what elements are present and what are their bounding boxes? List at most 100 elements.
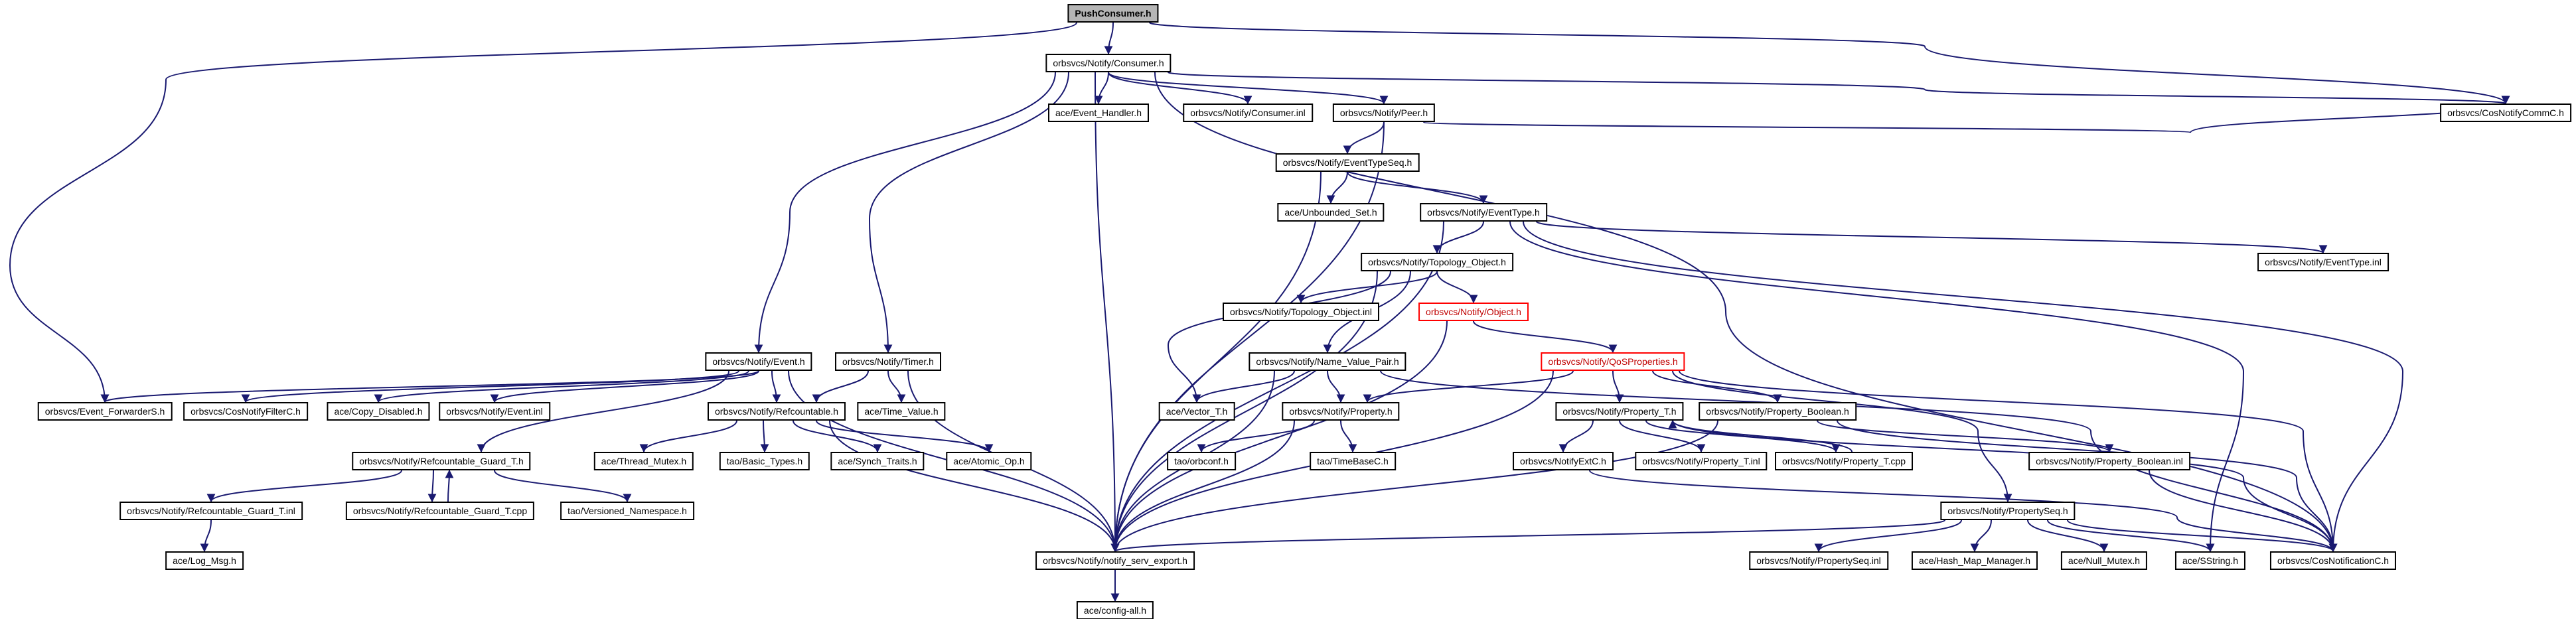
edge-peer-notify_serv_export [1110,121,1385,553]
node-timer[interactable]: orbsvcs/Notify/Timer.h [835,352,941,371]
edge-rg_t_h-rg_t_inl [206,470,402,503]
node-config_all[interactable]: ace/config-all.h [1076,601,1154,619]
node-sstring[interactable]: ace/SString.h [2174,551,2246,570]
edge-propertyseq-cosnotificationc [2067,519,2338,553]
node-copy_disabled[interactable]: ace/Copy_Disabled.h [327,402,430,421]
edge-propertyseq-sstring [2047,519,2215,553]
node-topology_object_inl[interactable]: orbsvcs/Notify/Topology_Object.inl [1223,303,1379,321]
node-eventtype[interactable]: orbsvcs/Notify/EventType.h [1420,203,1547,222]
node-property_t[interactable]: orbsvcs/Notify/Property_T.h [1555,402,1684,421]
edge-event-cosnotifyfilterc [241,370,739,403]
node-refcountable[interactable]: orbsvcs/Notify/Refcountable.h [708,402,846,421]
edge-property-notify_serv_export [1110,420,1295,553]
edge-timer-time_value [887,370,906,403]
node-property_t_inl[interactable]: orbsvcs/Notify/Property_T.inl [1635,452,1768,470]
node-consumer[interactable]: orbsvcs/Notify/Consumer.h [1045,54,1172,72]
node-property_boolean[interactable]: orbsvcs/Notify/Property_Boolean.h [1699,402,1856,421]
edge-event-rg_t_h [477,370,729,453]
node-qosproperties[interactable]: orbsvcs/Notify/QoSProperties.h [1541,352,1685,371]
edge-pushconsumer-consumer [1104,22,1114,55]
node-versioned_namespace[interactable]: tao/Versioned_Namespace.h [560,502,694,520]
node-hash_map_manager[interactable]: ace/Hash_Map_Manager.h [1911,551,2038,570]
edge-propertyseq-null_mutex [2027,519,2109,553]
node-eventtype_inl[interactable]: orbsvcs/Notify/EventType.inl [2257,253,2389,271]
edge-topology_object-topology_object_inl [1296,271,1438,304]
edge-event-copy_disabled [374,370,749,403]
node-notifyextc[interactable]: orbsvcs/NotifyExtC.h [1513,452,1614,470]
node-object[interactable]: orbsvcs/Notify/Object.h [1418,303,1529,321]
node-atomic_op[interactable]: ace/Atomic_Op.h [946,452,1032,470]
node-basic_types[interactable]: tao/Basic_Types.h [719,452,810,470]
edge-rg_t_inl-log_msg [200,519,212,553]
edge-event-event_forwarders [100,370,759,403]
edge-eventtype-sstring [1509,221,2245,553]
node-propertyseq_inl[interactable]: orbsvcs/Notify/PropertySeq.inl [1749,551,1888,570]
edge-consumer-consumer_inl [1108,72,1252,105]
edge-name_value_pair-cosnotificationc [1380,370,2338,553]
edge-timer-refcountable [812,370,869,403]
node-log_msg[interactable]: ace/Log_Msg.h [165,551,244,570]
edge-event-refcountable [771,370,781,403]
node-event_inl[interactable]: orbsvcs/Notify/Event.inl [439,402,550,421]
node-null_mutex[interactable]: ace/Null_Mutex.h [2060,551,2148,570]
node-cosnotifycommc[interactable]: orbsvcs/CosNotifyCommC.h [2440,103,2571,122]
edge-consumer-timer [868,72,1069,354]
node-orbconf[interactable]: tao/orbconf.h [1167,452,1236,470]
node-rg_t_inl[interactable]: orbsvcs/Notify/Refcountable_Guard_T.inl [119,502,303,520]
edge-qosproperties-property_t [1612,370,1624,403]
edge-consumer-peer [1108,72,1389,105]
node-property_boolean_inl[interactable]: orbsvcs/Notify/Property_Boolean.inl [2028,452,2190,470]
node-time_value[interactable]: ace/Time_Value.h [857,402,946,421]
edge-topology_object-notify_serv_export [1110,271,1378,553]
node-propertyseq[interactable]: orbsvcs/Notify/PropertySeq.h [1940,502,2076,520]
edge-rg_t_h-rg_t_cpp [427,470,437,503]
node-thread_mutex[interactable]: ace/Thread_Mutex.h [593,452,694,470]
edge-name_value_pair-property [1327,370,1345,403]
edge-eventtype-topology_object [1432,221,1484,254]
edge-object-qosproperties [1473,320,1618,354]
edge-name_value_pair-vector_t [1192,370,1295,403]
node-unbounded_set[interactable]: ace/Unbounded_Set.h [1277,203,1385,222]
node-cosnotificationc[interactable]: orbsvcs/CosNotificationC.h [2269,551,2397,570]
edge-eventtype-cosnotificationc [1523,221,2404,553]
node-event[interactable]: orbsvcs/Notify/Event.h [705,352,812,371]
node-property[interactable]: orbsvcs/Notify/Property.h [1282,402,1400,421]
edge-topology_object-vector_t [1167,271,1391,403]
edge-notifyextc-cosnotificationc [1589,470,2338,553]
node-event_forwarders[interactable]: orbsvcs/Event_ForwarderS.h [37,402,173,421]
node-topology_object[interactable]: orbsvcs/Notify/Topology_Object.h [1361,253,1513,271]
edge-pushconsumer-cosnotifycommc [1149,22,2510,105]
edge-object-notify_serv_export [1110,320,1448,553]
node-event_handler[interactable]: ace/Event_Handler.h [1048,103,1149,122]
node-eventtypeseq[interactable]: orbsvcs/Notify/EventTypeSeq.h [1275,153,1420,172]
edge-event-event_inl [490,370,759,403]
node-property_t_cpp[interactable]: orbsvcs/Notify/Property_T.cpp [1775,452,1913,470]
node-peer[interactable]: orbsvcs/Notify/Peer.h [1332,103,1436,122]
edge-refcountable-atomic_op [816,420,994,453]
edge-consumer-event_handler [1094,72,1109,105]
edge-propertyseq-hash_map_manager [1970,519,1992,553]
edge-property_t-notifyextc [1558,420,1594,453]
node-vector_t[interactable]: ace/Vector_T.h [1158,402,1235,421]
edge-property-timebasec [1340,420,1357,453]
node-pushconsumer[interactable]: PushConsumer.h [1067,4,1159,23]
edge-eventtypeseq-notify_serv_export [1110,171,1322,553]
edge-property_boolean-cosnotificationc [1837,420,2338,553]
node-synch_traits[interactable]: ace/Synch_Traits.h [830,452,925,470]
node-rg_t_cpp[interactable]: orbsvcs/Notify/Refcountable_Guard_T.cpp [345,502,535,520]
edge-refcountable-thread_mutex [639,420,737,453]
edge-refcountable-basic_types [760,420,769,453]
node-rg_t_h[interactable]: orbsvcs/Notify/Refcountable_Guard_T.h [352,452,531,470]
edge-consumer-cosnotifycommc [1168,72,2510,105]
node-notify_serv_export[interactable]: orbsvcs/Notify/notify_serv_export.h [1035,551,1195,570]
edge-qosproperties-propertyseq [1672,370,2012,503]
edge-property_boolean_inl-cosnotificationc [2149,470,2338,553]
edge-property_t-property_t_inl [1619,420,1706,453]
edge-property_boolean-property_boolean_inl [1817,420,2114,453]
edge-eventtype-eventtype_inl [1536,221,2327,254]
node-consumer_inl[interactable]: orbsvcs/Notify/Consumer.inl [1183,103,1313,122]
node-timebasec[interactable]: tao/TimeBaseC.h [1310,452,1396,470]
node-cosnotifyfilterc[interactable]: orbsvcs/CosNotifyFilterC.h [183,402,308,421]
edge-refcountable-notify_serv_export [829,420,1120,553]
node-name_value_pair[interactable]: orbsvcs/Notify/Name_Value_Pair.h [1249,352,1406,371]
